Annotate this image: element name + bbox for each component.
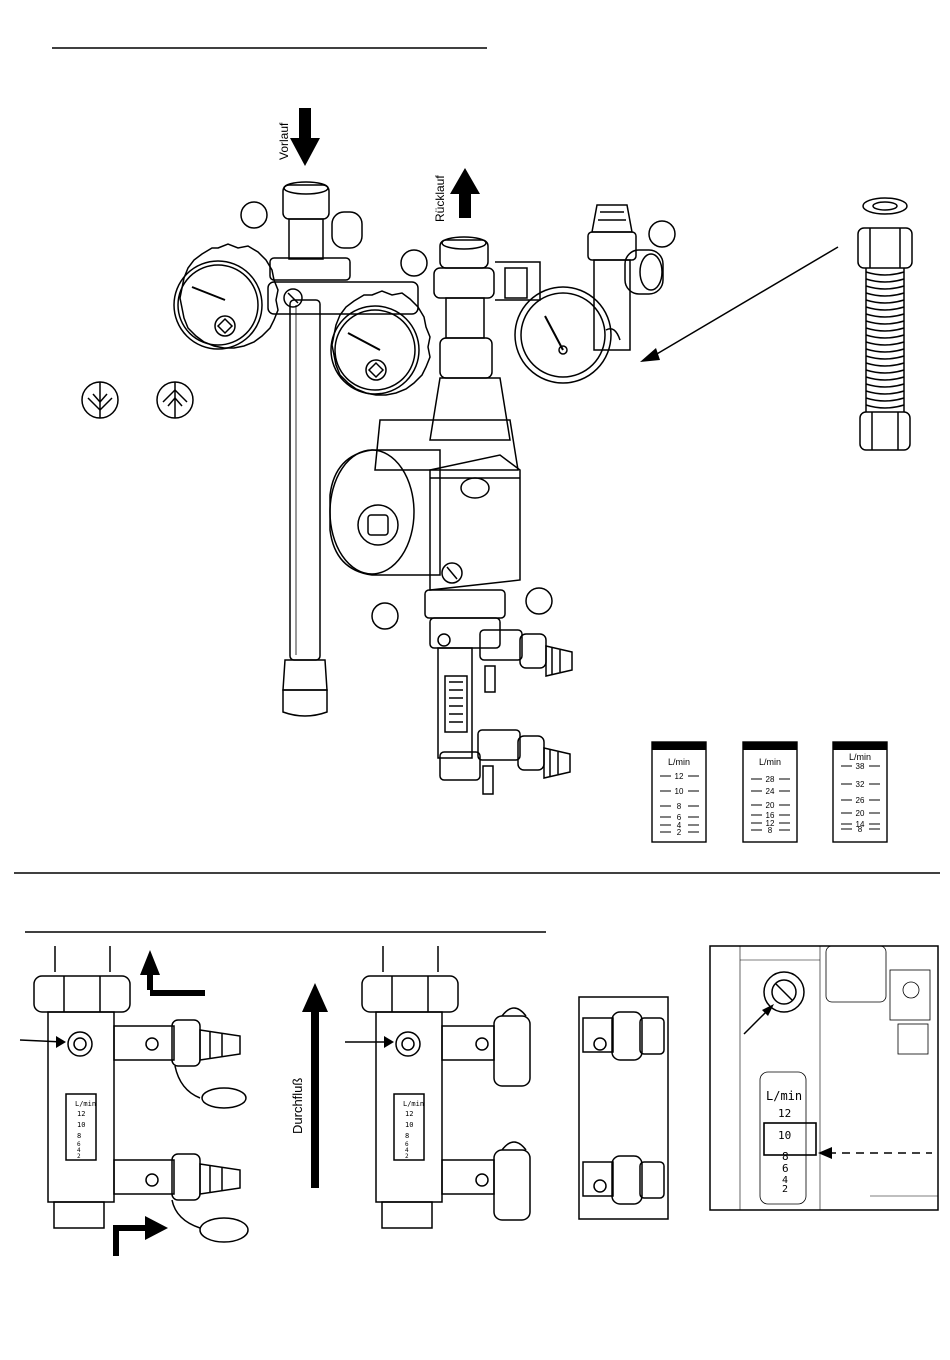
flow-scale-tick-label: 20 bbox=[766, 801, 775, 810]
flow-scale-tick-label: 28 bbox=[766, 775, 775, 784]
flow-meter-panel-middle bbox=[345, 946, 530, 1228]
pump-station bbox=[82, 108, 675, 794]
flow-scale-unit: L/min bbox=[849, 752, 871, 762]
vorlauf-arrow bbox=[290, 108, 320, 166]
flow-scale-tick-label: 38 bbox=[856, 762, 865, 771]
durchfluss-label: Durchfluß bbox=[290, 1078, 305, 1134]
small-scale-tick: 8 bbox=[77, 1132, 81, 1140]
detail-scale-tick: 10 bbox=[778, 1129, 791, 1142]
small-scale-middle: L/min 12 10 8 6 4 2 bbox=[403, 1100, 424, 1160]
detail-scale-unit: L/min bbox=[766, 1089, 802, 1103]
flow-meter-panel-left bbox=[20, 946, 248, 1242]
small-scale-tick: 2 bbox=[77, 1153, 81, 1160]
detail-scale-tick: 12 bbox=[778, 1107, 791, 1120]
flexible-hose bbox=[858, 198, 912, 450]
flow-scale-tick-label: 2 bbox=[677, 828, 682, 837]
valve-symbol-icon bbox=[82, 382, 118, 418]
callout-circle bbox=[372, 603, 398, 629]
small-scale-tick: 8 bbox=[405, 1132, 409, 1140]
valve-symbol-icon bbox=[157, 382, 193, 418]
ruecklauf-arrow bbox=[450, 168, 480, 218]
detail-scale: L/min 12 10 8 6 4 2 bbox=[766, 1089, 802, 1195]
flow-scale-tick-label: 20 bbox=[856, 809, 865, 818]
vorlauf-label: Vorlauf bbox=[277, 122, 291, 160]
flow-meter-assembly bbox=[425, 590, 572, 794]
flow-scale-unit: L/min bbox=[668, 757, 690, 767]
callout-circle bbox=[241, 202, 267, 228]
flow-scales: L/min12108642L/min28242016128L/min383226… bbox=[652, 742, 887, 842]
small-scale-tick: 12 bbox=[77, 1110, 85, 1118]
small-scale-unit: L/min bbox=[403, 1100, 424, 1108]
small-scale-tick: 10 bbox=[405, 1121, 413, 1129]
detail-scale-tick: 6 bbox=[782, 1162, 789, 1175]
flow-setting-detail bbox=[710, 946, 938, 1210]
flow-scale-tick-label: 10 bbox=[675, 787, 684, 796]
flow-scale-tick-label: 26 bbox=[856, 796, 865, 805]
flow-scale-tick-label: 12 bbox=[675, 772, 684, 781]
callout-circle bbox=[401, 250, 427, 276]
flow-scale-tick-label: 32 bbox=[856, 780, 865, 789]
flow-scale-tick-label: 8 bbox=[677, 802, 682, 811]
callout-circle bbox=[649, 221, 675, 247]
small-scale-tick: 12 bbox=[405, 1110, 413, 1118]
detail-scale-tick: 2 bbox=[782, 1184, 788, 1195]
small-scale-left: L/min 12 10 8 6 4 2 bbox=[75, 1100, 96, 1160]
flow-scale-unit: L/min bbox=[759, 757, 781, 767]
small-scale-tick: 10 bbox=[77, 1121, 85, 1129]
supply-arrow-bottom bbox=[116, 1228, 148, 1256]
ruecklauf-label: Rücklauf bbox=[433, 175, 447, 222]
flow-scale-tick-label: 8 bbox=[768, 826, 773, 835]
flow-scale-tick-label: 8 bbox=[858, 825, 863, 834]
callout-circle bbox=[526, 588, 552, 614]
valve-detail-panel bbox=[579, 997, 668, 1219]
flow-scale-tick-label: 24 bbox=[766, 787, 775, 796]
small-scale-unit: L/min bbox=[75, 1100, 96, 1108]
thermometer-gauge bbox=[174, 244, 278, 349]
pressure-gauge bbox=[515, 287, 620, 383]
small-scale-tick: 2 bbox=[405, 1153, 409, 1160]
hose-pointer-arrow bbox=[650, 247, 838, 358]
thermometer-gauge bbox=[331, 291, 430, 395]
circulation-pump bbox=[330, 450, 520, 590]
